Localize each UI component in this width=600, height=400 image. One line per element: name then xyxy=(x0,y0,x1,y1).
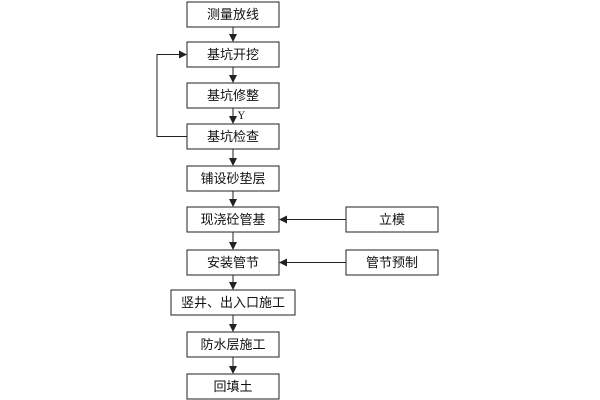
edge-label-trim-inspect: Y xyxy=(237,111,245,122)
step-label-backfill: 回填土 xyxy=(213,380,252,395)
step-box-survey xyxy=(186,1,280,28)
step-label-formwork: 立模 xyxy=(379,213,405,228)
step-box-shaft xyxy=(170,289,296,316)
step-survey: 测量放线 xyxy=(186,1,280,28)
loop-arrow-inspect-to-excavate xyxy=(156,50,187,137)
step-excavate: 基坑开挖 xyxy=(186,41,280,68)
step-label-excavate: 基坑开挖 xyxy=(207,48,259,63)
step-box-formwork xyxy=(345,206,439,233)
step-label-install: 安装管节 xyxy=(207,256,259,271)
step-box-backfill xyxy=(186,373,280,400)
step-precast: 管节预制 xyxy=(345,249,439,276)
step-waterproof: 防水层施工 xyxy=(186,331,280,358)
step-label-sand: 铺设砂垫层 xyxy=(200,171,265,187)
step-box-sand xyxy=(186,165,280,192)
step-label-survey: 测量放线 xyxy=(207,8,259,23)
step-formwork: 立模 xyxy=(345,206,439,233)
step-sand: 铺设砂垫层 xyxy=(186,165,280,192)
step-box-inspect xyxy=(186,123,280,150)
step-label-waterproof: 防水层施工 xyxy=(200,337,265,353)
step-box-excavate xyxy=(186,41,280,68)
step-box-waterproof xyxy=(186,331,280,358)
step-label-precast: 管节预制 xyxy=(366,256,418,271)
connectors: Y xyxy=(156,27,346,374)
step-backfill: 回填土 xyxy=(186,373,280,400)
step-inspect: 基坑检查 xyxy=(186,123,280,150)
step-label-shaft: 竖井、出入口施工 xyxy=(181,296,285,311)
step-pour: 现浇砼管基 xyxy=(186,206,280,233)
step-label-trim: 基坑修整 xyxy=(207,89,259,104)
step-box-install xyxy=(186,249,280,276)
step-label-inspect: 基坑检查 xyxy=(207,130,259,145)
step-box-pour xyxy=(186,206,280,233)
step-install: 安装管节 xyxy=(186,249,280,276)
process-steps: 测量放线基坑开挖基坑修整基坑检查铺设砂垫层现浇砼管基安装管节竖井、出入口施工防水… xyxy=(170,1,439,400)
step-trim: 基坑修整 xyxy=(186,82,280,109)
step-box-precast xyxy=(345,249,439,276)
step-box-trim xyxy=(186,82,280,109)
step-label-pour: 现浇砼管基 xyxy=(200,213,265,228)
step-shaft: 竖井、出入口施工 xyxy=(170,289,296,316)
